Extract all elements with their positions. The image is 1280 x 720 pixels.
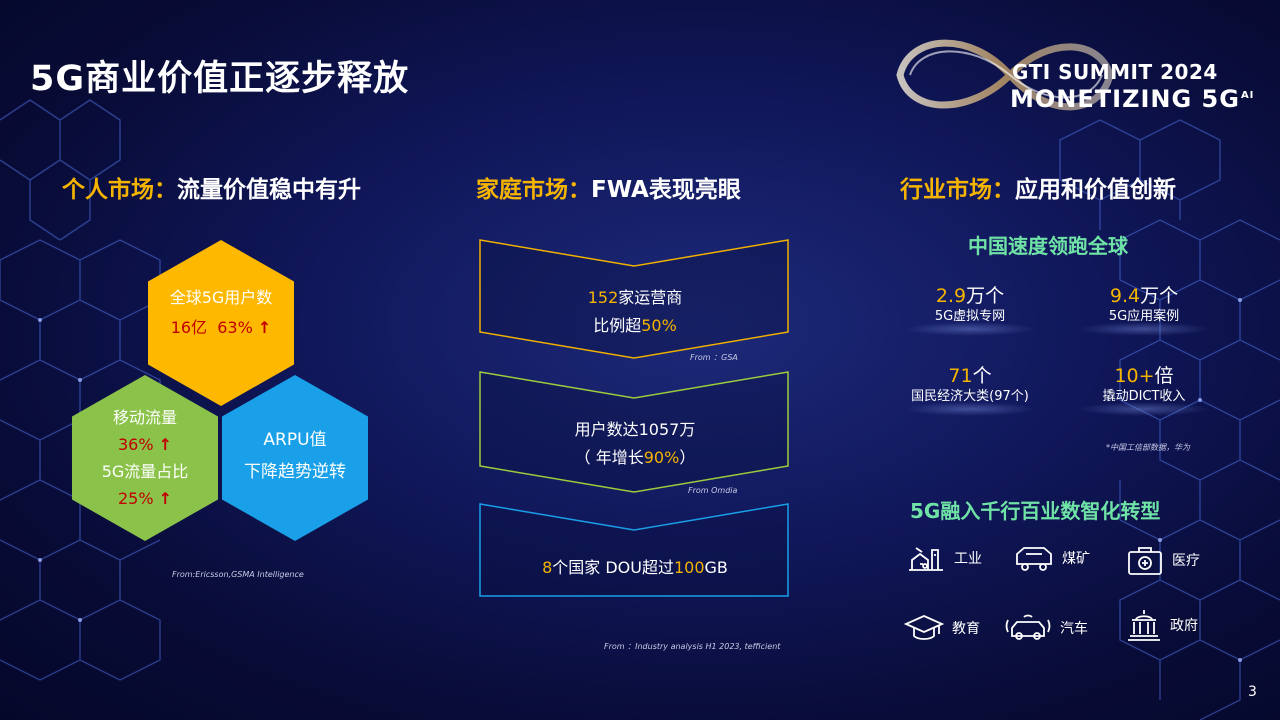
section-title-industry: 行业市场：应用和价值创新 (900, 177, 1176, 203)
stat-applications: 9.4万个 5G应用案例 (1064, 284, 1224, 336)
industry-label: 汽车 (1060, 621, 1088, 637)
fwa-operators-count: 152 (587, 288, 619, 307)
logo-monetizing-text: MONETIZING 5GAI (1010, 85, 1255, 113)
5g-traffic-share-label: 5G流量占比 (101, 462, 189, 481)
stat-unit: 万个 (1140, 285, 1179, 307)
source-note-gsa: From ：GSA (690, 353, 738, 362)
gti-summit-logo (896, 39, 1114, 111)
stat-label: 撬动DICT收入 (1102, 389, 1186, 404)
page-title: 5G商业价值正逐步释放 (30, 59, 410, 99)
fwa-dou-label: 个国家 DOU超过 (552, 558, 674, 577)
mining-truck-icon (1016, 547, 1052, 571)
source-note-personal: From:Ericsson,GSMA Intelligence (172, 570, 304, 579)
section-title-personal: 个人市场：流量价值稳中有升 (62, 177, 361, 203)
stat-label: 5G虚拟专网 (934, 309, 1006, 324)
hex-left-text: 移动流量 36% ↑ 5G流量占比 25% ↑ (72, 404, 218, 512)
stat-value: 10+ (1114, 365, 1155, 387)
fwa-operators-text: 152家运营商 比例超50% (480, 284, 790, 340)
fwa-dou-value: 100 (673, 558, 705, 577)
section-title-home: 家庭市场：FWA表现亮眼 (476, 177, 741, 203)
mobile-traffic-label: 移动流量 (112, 408, 177, 427)
stat-value: 9.4 (1109, 285, 1141, 307)
china-speed-title: 中国速度领跑全球 (968, 234, 1128, 258)
industry-label: 教育 (952, 621, 980, 637)
industry-label: 政府 (1170, 618, 1198, 634)
fwa-ratio-value: 50% (641, 316, 677, 335)
arpu-label: ARPU值 (263, 430, 327, 450)
factory-icon (909, 547, 943, 571)
stat-economy-categories: 71个 国民经济大类(97个) (890, 364, 1050, 416)
industry-item-manufacturing: 工业 (906, 542, 982, 574)
fwa-growth-value: 90% (643, 448, 680, 467)
stat-value: 2.9 (935, 285, 967, 307)
government-building-icon (1128, 610, 1160, 641)
stat-unit: 倍 (1154, 365, 1174, 387)
fwa-growth-paren: ） (679, 448, 696, 467)
fwa-growth-label: （ 年增长 (574, 448, 644, 467)
connected-car-icon (1005, 614, 1051, 640)
industry-label: 煤矿 (1062, 551, 1090, 567)
fwa-users-label: 用户数达1057万 (574, 420, 696, 439)
users-count-value: 16亿 (170, 318, 208, 337)
fwa-users-text: 用户数达1057万 （ 年增长90%） (480, 416, 790, 472)
5g-traffic-share-value: 25% (117, 489, 154, 508)
stat-label: 国民经济大类(97个) (911, 389, 1029, 404)
industry-item-mining: 煤矿 (1014, 542, 1090, 574)
stat-glow (904, 402, 1036, 416)
source-note-omdia: From Omdia (688, 486, 738, 495)
stat-glow (1078, 402, 1210, 416)
stat-glow (904, 322, 1036, 336)
source-note-miit: *中国工信部数据，华为 (1106, 443, 1190, 452)
stat-label: 5G应用案例 (1108, 309, 1180, 324)
digital-transformation-title: 5G融入千行百业数智化转型 (910, 499, 1161, 523)
fwa-chevron-panels (479, 239, 789, 597)
logo-summit-text: GTI SUMMIT 2024 (1012, 60, 1218, 84)
arpu-trend-label: 下降趋势逆转 (244, 462, 346, 482)
hex-top-text: 全球5G用户数 16亿 63% ↑ (148, 286, 294, 340)
fwa-dou-unit: GB (704, 558, 728, 577)
stat-unit: 个 (972, 365, 992, 387)
hex-right-text: ARPU值 下降趋势逆转 (222, 424, 368, 488)
industry-label: 工业 (954, 551, 982, 567)
hexagon-mobile-traffic (72, 375, 218, 541)
industry-item-education: 教育 (904, 612, 980, 644)
fwa-dou-text: 8个国家 DOU超过100GB (480, 554, 790, 582)
stat-virtual-network: 2.9万个 5G虚拟专网 (890, 284, 1050, 336)
page-number: 3 (1248, 684, 1257, 700)
global-5g-users-label: 全球5G用户数 (169, 288, 273, 307)
stat-value: 71 (948, 365, 973, 387)
industry-item-automotive: 汽车 (1004, 612, 1088, 644)
source-note-tefficient: From ：Industry analysis H1 2023, teffici… (604, 642, 781, 651)
fwa-operators-label: 家运营商 (618, 288, 683, 307)
up-arrow-icon: ↑ (158, 489, 173, 508)
industry-item-healthcare: 医疗 (1126, 544, 1200, 576)
stat-glow (1078, 322, 1210, 336)
hexagon-arpu (222, 375, 368, 541)
industry-label: 医疗 (1172, 553, 1200, 569)
up-arrow-icon: ↑ (257, 318, 272, 337)
industry-item-government: 政府 (1126, 608, 1198, 642)
users-growth-value: 63% (217, 318, 253, 337)
graduation-cap-icon (904, 615, 944, 640)
stat-unit: 万个 (966, 285, 1005, 307)
fwa-countries-count: 8 (542, 558, 553, 577)
up-arrow-icon: ↑ (158, 435, 173, 454)
hexagon-global-users (148, 240, 294, 406)
mobile-traffic-value: 36% (117, 435, 154, 454)
fwa-ratio-label: 比例超 (593, 316, 642, 335)
medical-kit-icon (1128, 547, 1162, 575)
stat-dict-revenue: 10+倍 撬动DICT收入 (1064, 364, 1224, 416)
